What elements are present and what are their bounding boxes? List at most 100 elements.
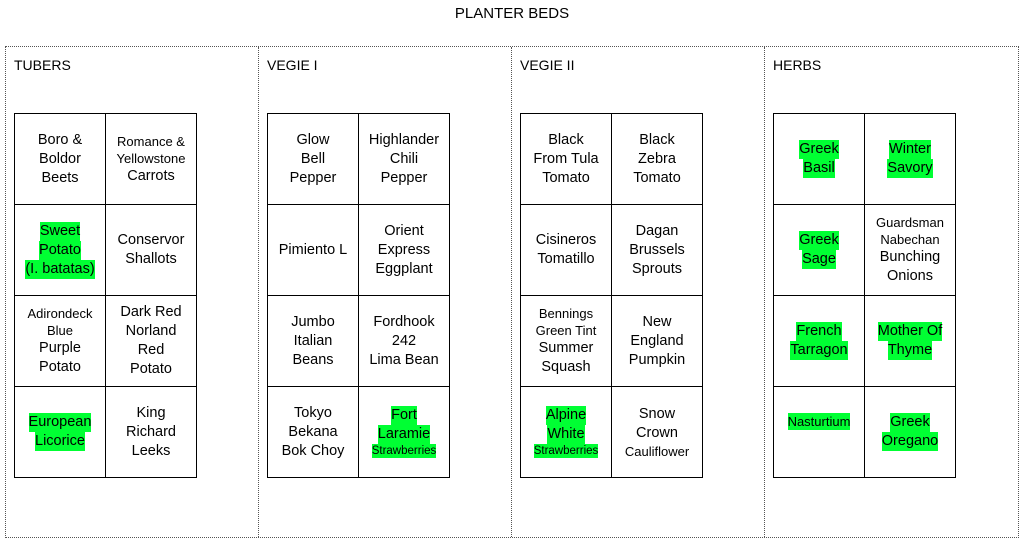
plant-name-line: Greek (799, 231, 839, 250)
plant-name-line: Pepper (380, 169, 428, 186)
plant-name-line: Carrots (127, 167, 175, 184)
plant-name-line: Green Tint (535, 323, 597, 338)
plant-name-line: Express (377, 241, 431, 258)
plant-name-line: Bok Choy (281, 442, 345, 459)
plant-name-line: Tomato (542, 169, 590, 186)
plant-name-line: Sage (802, 250, 836, 269)
plant-name-line: Basil (803, 159, 835, 178)
plant-name-line: European (28, 413, 92, 432)
plant-name-line: 242 (391, 332, 417, 349)
plant-name-line: Cisineros (535, 232, 597, 248)
plant-name-line: Pepper (289, 169, 337, 186)
plant-name-line: Summer (538, 340, 594, 356)
plant-name-line: Alpine (545, 406, 587, 425)
plant-name-line: Conservor (117, 232, 185, 248)
plant-name-line: Laramie (377, 425, 431, 444)
plant-name-line: Potato (130, 361, 172, 377)
plant-name-line: Squash (541, 359, 591, 375)
plant-name-line: Fordhook (373, 313, 435, 330)
plant-name-line: Dark Red (120, 304, 182, 320)
plant-name-line: Eggplant (375, 260, 433, 277)
plant-name-line: Fort (391, 406, 417, 425)
plant-name-line: Italian (293, 332, 333, 349)
plant-name-line: Nabechan (880, 232, 940, 247)
plant-name-line: Zebra (638, 150, 676, 167)
plant-name-line: Beans (292, 351, 334, 368)
plant-name-line: Pimiento L (278, 241, 348, 258)
plant-name-line: Mother Of (877, 322, 943, 341)
plant-name-line: Onions (887, 268, 933, 284)
plant-name-line: Brussels (629, 241, 685, 258)
plant-name-line: Greek (890, 413, 930, 432)
plant-name-line: Thyme (887, 341, 933, 360)
plant-name-line: Strawberries (371, 444, 437, 458)
plant-name-line: Bunching (879, 249, 941, 265)
plant-name-line: Licorice (35, 432, 85, 451)
plant-name-line: Sprouts (632, 260, 682, 277)
bed-cell: Nasturtium (774, 387, 865, 478)
plant-name-line: Tarragon (790, 341, 848, 360)
section-label: VEGIE I (267, 57, 318, 73)
section-label: VEGIE II (520, 57, 575, 73)
plant-name-line: Pumpkin (628, 351, 686, 368)
section-label: HERBS (773, 57, 822, 73)
plant-name-line: Shallots (125, 251, 177, 267)
plant-name-line: Glow (296, 131, 330, 148)
section-label: TUBERS (14, 57, 71, 73)
plant-name-line: Savory (887, 159, 933, 178)
plant-name-line: Crown (636, 424, 678, 441)
plant-name-line: Guardsman (876, 215, 944, 230)
plant-name-line: Winter (889, 140, 931, 159)
plant-name-line: (I. batatas) (25, 259, 95, 279)
plant-name-line: Blue (46, 323, 73, 338)
plant-name-line: Potato (39, 240, 81, 260)
plant-name-line: Boldor (39, 150, 81, 167)
